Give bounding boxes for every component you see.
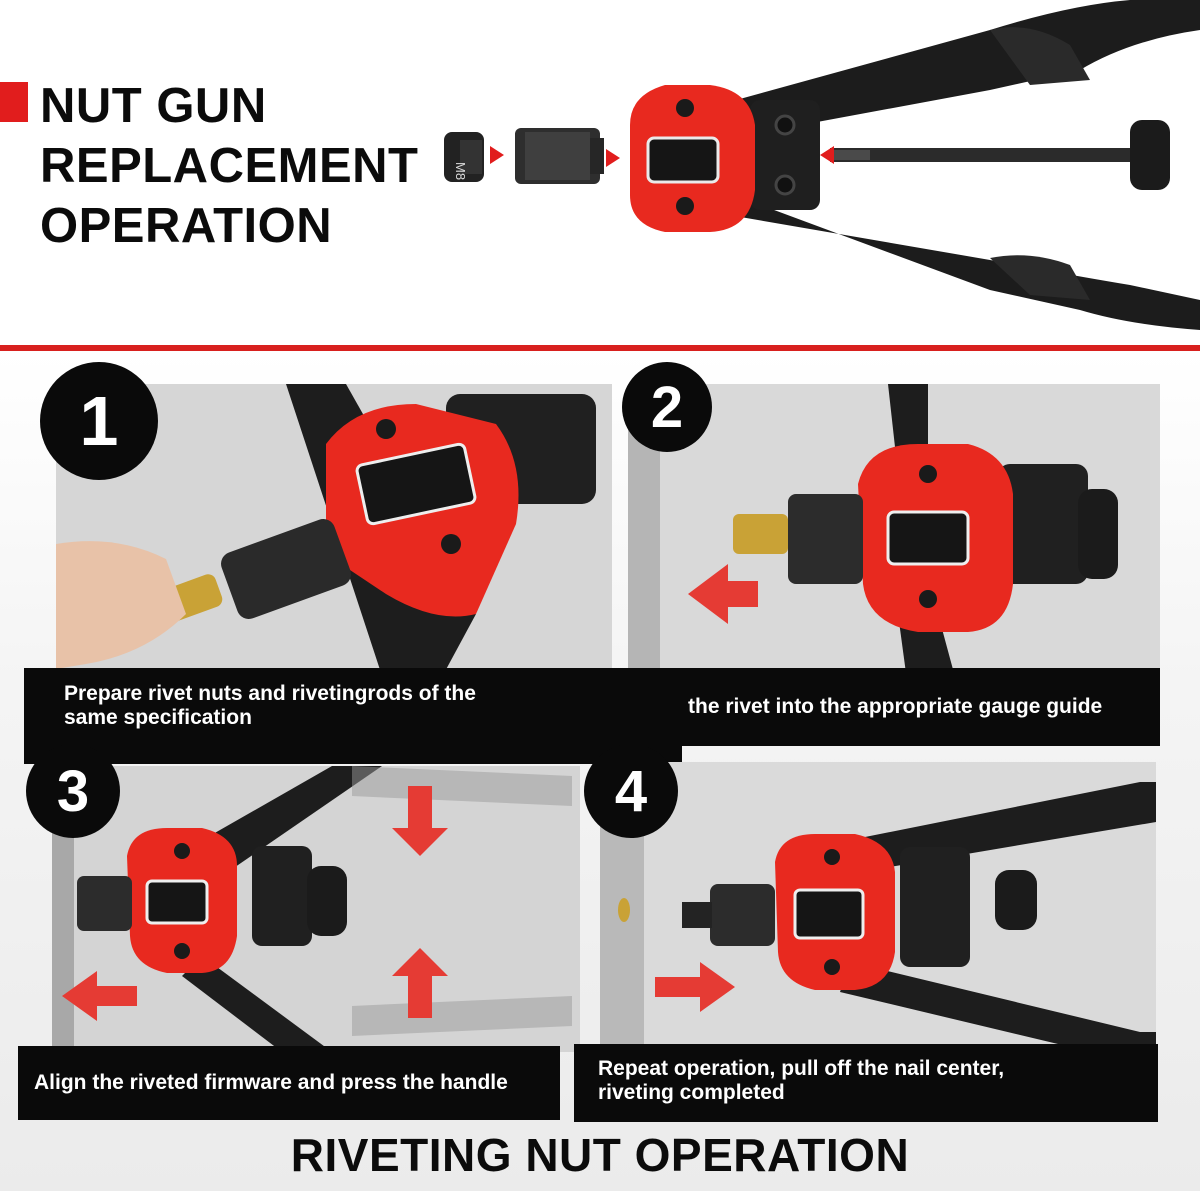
step-2-caption-text: the rivet into the appropriate gauge gui…: [688, 695, 1103, 718]
step-4-panel: [600, 762, 1156, 1054]
lower-handle-icon: [840, 962, 1156, 1054]
step-4-number: 4: [614, 758, 648, 824]
riveted-nut-icon: [618, 898, 630, 922]
step-2-caption: the rivet into the appropriate gauge gui…: [682, 668, 1160, 746]
step-4-illustration: [600, 762, 1156, 1054]
upper-handle-icon: [700, 0, 1200, 140]
step-4-caption-line-1: Repeat operation, pull off the nail cent…: [598, 1057, 1005, 1080]
knurled-adapter-icon: [77, 876, 132, 931]
step-1-badge: 1: [40, 362, 158, 480]
step-3-illustration: [52, 766, 580, 1052]
step-2-badge: 2: [622, 362, 712, 452]
step-1-number: 1: [79, 382, 119, 460]
step-3-caption-text: Align the riveted firmware and press the…: [34, 1071, 508, 1094]
knob-icon: [995, 870, 1037, 930]
knob-icon: [307, 866, 347, 936]
section-divider: [0, 345, 1200, 351]
clamp-block-icon: [750, 100, 820, 210]
step-3-badge: 3: [26, 744, 120, 838]
step-1-panel: [56, 384, 612, 688]
title-line-2: REPLACEMENT: [40, 139, 419, 193]
step-2-illustration: [628, 384, 1160, 688]
step-1-caption-line-2: same specification: [64, 706, 252, 729]
arrow-pointer-icon: [606, 149, 620, 167]
exploded-tool-illustration: M8: [444, 0, 1200, 330]
arrow-up-icon: [392, 948, 448, 1018]
title-accent-bar: [0, 82, 28, 122]
clamp-block-icon: [998, 464, 1088, 584]
rivet-nut-icon: [733, 514, 788, 554]
upper-handle-icon: [192, 766, 382, 876]
mandrel-tip-icon: [682, 902, 712, 928]
mandrel-rod-icon: [828, 120, 1170, 190]
arrow-down-icon: [392, 786, 448, 856]
arrow-pointer-icon: [820, 146, 834, 164]
clamp-block-icon: [900, 847, 970, 967]
arrow-pointer-icon: [490, 146, 504, 164]
lower-handle-icon: [182, 956, 332, 1052]
step-1-illustration: [56, 384, 612, 688]
tool-head-icon: [630, 85, 755, 232]
lower-handle-icon: [700, 190, 1200, 330]
nozzle-marking: M8: [453, 162, 468, 180]
step-3-number: 3: [56, 758, 90, 824]
title-line-3: OPERATION: [40, 199, 333, 253]
knurled-adapter-icon: [221, 518, 351, 620]
knurled-adapter-icon: [710, 884, 775, 946]
knurled-adapter-icon: [788, 494, 863, 584]
step-4-badge: 4: [584, 744, 678, 838]
arrow-left-icon: [688, 564, 758, 624]
step-2-panel: [628, 384, 1160, 688]
page-title: NUT GUN REPLACEMENT OPERATION: [40, 76, 418, 256]
step-3-caption: Align the riveted firmware and press the…: [18, 1046, 560, 1120]
step-4-caption: Repeat operation, pull off the nail cent…: [574, 1044, 1158, 1122]
arrow-right-icon: [655, 962, 735, 1012]
arrow-left-icon: [62, 971, 137, 1021]
knob-icon: [1078, 489, 1118, 579]
step-1-caption-line-1: Prepare rivet nuts and rivetingrods of t…: [64, 682, 476, 705]
step-1-caption: Prepare rivet nuts and rivetingrods of t…: [24, 668, 682, 764]
footer-title: RIVETING NUT OPERATION: [290, 1129, 910, 1181]
step-2-number: 2: [650, 374, 684, 440]
nozzle-icon: M8: [444, 132, 484, 182]
clamp-block-icon: [252, 846, 312, 946]
hand-icon: [56, 541, 186, 669]
knurled-adapter-icon: [515, 128, 604, 184]
step-4-caption-line-2: riveting completed: [598, 1081, 785, 1104]
step-3-panel: [52, 766, 580, 1052]
title-line-1: NUT GUN: [40, 79, 267, 133]
